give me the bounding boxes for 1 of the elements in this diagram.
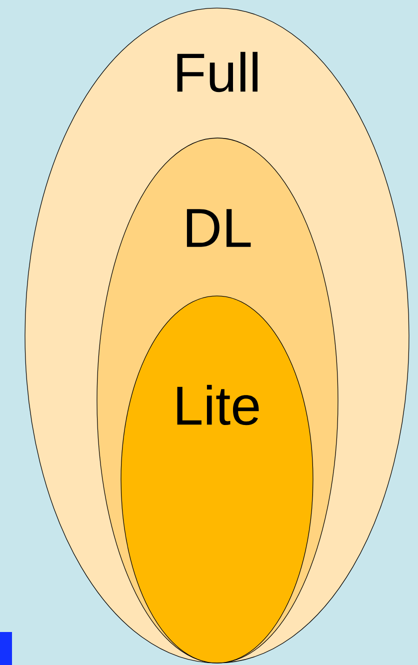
ellipse-region: Lite	[120, 296, 314, 664]
